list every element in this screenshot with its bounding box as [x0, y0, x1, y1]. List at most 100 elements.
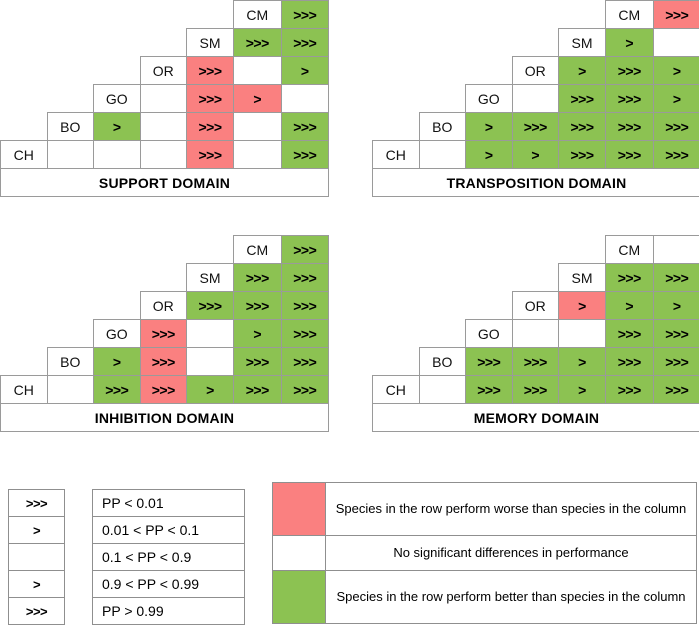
matrix-grid: CM>>>SM>>>>>>OR>>>>>>>>>GO>>>>>>>BO>>>>>…: [0, 235, 329, 432]
spacer-cell: [373, 264, 420, 292]
row-label-sm: SM: [186, 263, 234, 292]
spacer-cell: [47, 57, 94, 85]
spacer-cell: [1, 264, 48, 292]
comparison-cell: >: [652, 56, 699, 85]
spacer-cell: [466, 264, 513, 292]
legend-symbol-row: [8, 543, 65, 571]
spacer-cell: [94, 29, 141, 57]
matrix-row: CH>>>>>>>>>>>>>: [0, 375, 329, 404]
spacer-cell: [419, 236, 466, 264]
comparison-cell: >>>: [511, 112, 559, 141]
comparison-cell: >>>: [605, 56, 654, 85]
comparison-cell: >>>: [652, 375, 699, 404]
comparison-cell: >>>: [605, 347, 654, 376]
legend-symbol-cell: >>>: [8, 597, 65, 625]
spacer-cell: [47, 1, 94, 29]
row-label-or: OR: [139, 291, 187, 320]
spacer-cell: [419, 85, 466, 113]
comparison-cell: >>>: [280, 112, 329, 141]
comparison-cell: >>>: [280, 235, 329, 264]
legend-pp-row: 0.01 < PP < 0.1: [92, 516, 245, 544]
spacer-cell: [373, 348, 420, 376]
spacer-cell: [373, 85, 420, 113]
spacer-cell: [187, 236, 234, 264]
comparison-cell: >: [558, 56, 606, 85]
legend-symbol-row: >>>: [8, 489, 65, 517]
spacer-cell: [466, 236, 513, 264]
row-label-or: OR: [139, 56, 187, 85]
comparison-cell: >>>: [558, 84, 606, 113]
matrix-row: SM>: [373, 28, 699, 57]
legend-color-row: No significant differences in performanc…: [272, 535, 697, 571]
legend-color-description: No significant differences in performanc…: [325, 535, 697, 571]
comparison-cell: [233, 112, 282, 141]
matrix-row: OR>>>: [373, 291, 699, 320]
spacer-cell: [187, 1, 234, 29]
comparison-cell: >>>: [652, 112, 699, 141]
comparison-cell: >>>: [139, 319, 187, 348]
legend-color-key: Species in the row perform worse than sp…: [272, 482, 697, 624]
comparison-cell: >>>: [605, 263, 654, 292]
legend-pp-cell: 0.1 < PP < 0.9: [92, 543, 245, 571]
legend-color-row: Species in the row perform worse than sp…: [272, 482, 697, 536]
comparison-cell: >>>: [233, 263, 282, 292]
row-label-cm: CM: [233, 0, 282, 29]
legend-color-description: Species in the row perform worse than sp…: [325, 482, 697, 536]
row-label-cm: CM: [233, 235, 282, 264]
comparison-cell: >>>: [465, 347, 513, 376]
comparison-cell: [139, 112, 187, 141]
spacer-cell: [512, 264, 559, 292]
row-label-go: GO: [93, 319, 141, 348]
row-label-sm: SM: [558, 263, 606, 292]
spacer-cell: [1, 236, 48, 264]
comparison-cell: >>>: [139, 347, 187, 376]
comparison-cell: >: [93, 112, 141, 141]
matrix-title: SUPPORT DOMAIN: [0, 168, 329, 197]
comparison-cell: >: [652, 84, 699, 113]
comparison-cell: >: [511, 140, 559, 169]
spacer-cell: [466, 1, 513, 29]
spacer-cell: [47, 320, 94, 348]
spacer-cell: [140, 264, 187, 292]
comparison-cell: >: [605, 28, 654, 57]
spacer-cell: [47, 264, 94, 292]
comparison-cell: [418, 375, 466, 404]
legend-symbol-cell: >: [8, 516, 65, 544]
spacer-cell: [466, 57, 513, 85]
spacer-cell: [1, 113, 48, 141]
comparison-cell: [186, 319, 234, 348]
matrix-row: SM>>>>>>: [1, 263, 329, 292]
row-label-or: OR: [511, 291, 559, 320]
row-label-bo: BO: [418, 112, 466, 141]
spacer-cell: [47, 292, 94, 320]
spacer-cell: [419, 320, 466, 348]
matrix-row: GO>>>>>>>: [1, 319, 329, 348]
spacer-cell: [373, 57, 420, 85]
matrix-row: CM>>>: [1, 235, 329, 264]
legend-symbol-cell: >>>: [8, 489, 65, 517]
comparison-cell: >>>: [186, 291, 234, 320]
row-label-bo: BO: [418, 347, 466, 376]
comparison-cell: >>>: [652, 347, 699, 376]
comparison-cell: >>>: [93, 375, 141, 404]
spacer-cell: [419, 57, 466, 85]
comparison-cell: >>>: [280, 28, 329, 57]
comparison-cell: [93, 140, 141, 169]
legend-pp-cell: 0.01 < PP < 0.1: [92, 516, 245, 544]
comparison-cell: >>>: [280, 291, 329, 320]
comparison-cell: >>>: [280, 375, 329, 404]
comparison-cell: >>>: [233, 375, 282, 404]
comparison-cell: >>>: [605, 84, 654, 113]
matrix-grid: CM>>>SM>>>>>>OR>>>>GO>>>>BO>>>>>>>CH>>>>…: [0, 0, 329, 197]
row-label-bo: BO: [46, 347, 94, 376]
matrix-title-row: MEMORY DOMAIN: [372, 403, 699, 432]
row-label-or: OR: [511, 56, 559, 85]
matrix-row: CH>>>>>>>>>>>: [372, 140, 699, 169]
matrix-row: SM>>>>>>: [373, 263, 699, 292]
comparison-cell: >>>: [558, 140, 606, 169]
comparison-cell: >>>: [139, 375, 187, 404]
legend-pp-row: 0.1 < PP < 0.9: [92, 543, 245, 571]
legend-pp-cell: 0.9 < PP < 0.99: [92, 570, 245, 598]
matrix-title: INHIBITION DOMAIN: [0, 403, 329, 432]
comparison-cell: >: [558, 291, 606, 320]
